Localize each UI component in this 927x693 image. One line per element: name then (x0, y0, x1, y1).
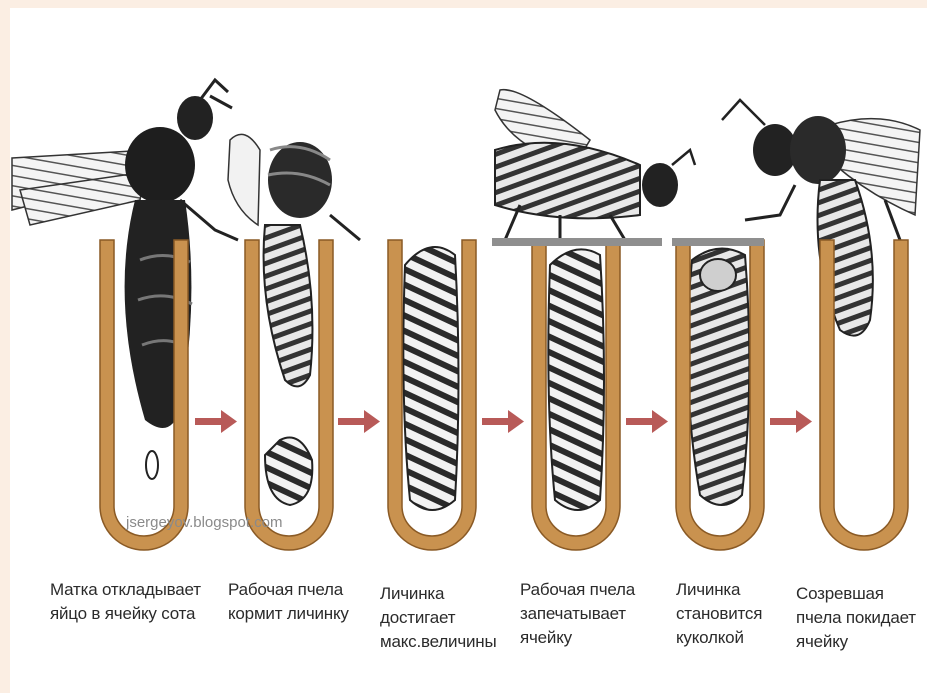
large-larva-icon (403, 247, 458, 510)
stage-5-pupa (688, 249, 750, 505)
sealed-larva-icon (548, 249, 604, 510)
cell-caps (492, 238, 764, 246)
caption-stage-1: Матка откладывает яйцо в ячейку сота (50, 578, 201, 626)
stage-4-sealed (495, 90, 695, 510)
arrow-icon (338, 410, 380, 433)
arrow-icon (770, 410, 812, 433)
arrow-icon (482, 410, 524, 433)
caption-stage-2: Рабочая пчела кормит личинку (228, 578, 349, 626)
arrow-icon (195, 410, 237, 433)
queen-bee-illustration (12, 80, 238, 428)
stage-3-full-larva (403, 247, 458, 510)
caption-stage-6: Созревшая пчела покидает ячейку (796, 582, 916, 654)
egg-icon (146, 451, 158, 479)
caption-stage-4: Рабочая пчела запечатывает ячейку (520, 578, 635, 650)
caption-stage-3: Личинка достигает макс.величины (380, 582, 497, 654)
sealing-bee-illustration (495, 90, 695, 240)
watermark: jsergeyov.blogspot.com (126, 514, 282, 531)
pupa-icon (688, 249, 750, 505)
cell-cap-stage-4 (492, 238, 662, 246)
honeycomb-cells (100, 240, 908, 550)
caption-stage-5: Личинка становится куколкой (676, 578, 762, 650)
arrow-icon (626, 410, 668, 433)
cell-cap-stage-5 (672, 238, 764, 246)
young-larva-icon (265, 438, 312, 506)
